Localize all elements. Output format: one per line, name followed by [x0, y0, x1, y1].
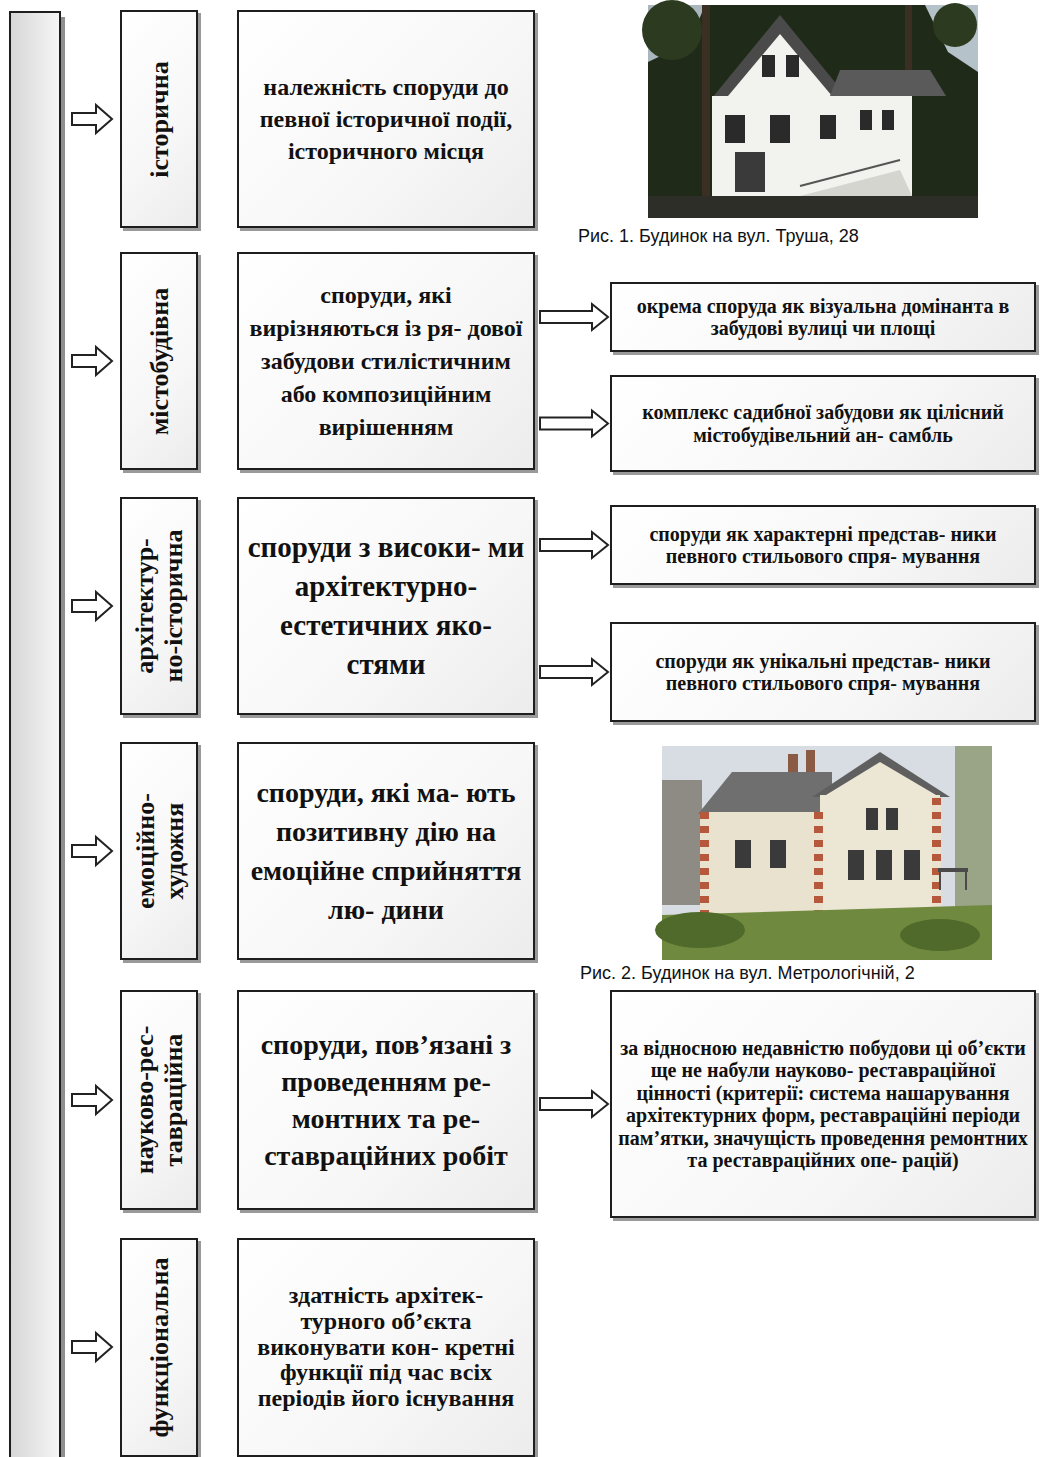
caption-holder: Рис. 1. Будинок на вул. Труша, 28 — [578, 226, 859, 247]
subtype-box: за відносною недавністю побудови ці об’є… — [610, 990, 1036, 1218]
arrow-connector — [540, 304, 608, 330]
box-text: споруди, пов’язані з проведенням ре- мон… — [247, 1026, 525, 1174]
villa-photo-part — [886, 808, 898, 830]
villa-photo-part — [826, 762, 936, 795]
arrow-connector — [540, 1091, 608, 1117]
villa-photo-part — [932, 797, 941, 918]
villa-photo-part — [700, 812, 820, 918]
box-text: споруди з високи- ми архітектурно- естет… — [247, 528, 525, 684]
definition-box: споруди з високи- ми архітектурно- естет… — [237, 497, 535, 715]
arrow-connector — [540, 659, 608, 685]
bar-arrow — [72, 105, 112, 1361]
house-photo-part — [820, 115, 836, 139]
category-label: архітектур- но-історична — [130, 528, 188, 684]
villa-photo-part — [938, 868, 968, 872]
villa-photo-part — [955, 746, 992, 916]
villa-photo-part — [655, 912, 745, 948]
definition-box: належність споруди до певної історичної … — [237, 10, 535, 228]
category-label: науково-рес- тавраційна — [130, 1024, 188, 1176]
subtype-box: споруди як характерні представ- ники пев… — [610, 505, 1036, 585]
box-text: окрема споруда як візуальна домінанта в … — [618, 295, 1028, 340]
category-box: містобудівна — [120, 252, 198, 470]
category-box: історична — [120, 10, 198, 228]
villa-photo-part — [904, 850, 920, 880]
house-photo-part — [830, 70, 946, 96]
arrow-connector — [540, 532, 608, 558]
villa-photo-part — [814, 812, 823, 918]
category-box: емоційно- художня — [120, 742, 198, 960]
definition-box: здатність архітек- турного об’єкта викон… — [237, 1238, 535, 1457]
box-text: споруди як унікальні представ- ники певн… — [618, 650, 1028, 695]
house-photo-part — [648, 196, 978, 218]
house-photo-part — [712, 15, 848, 98]
side-bar — [10, 12, 65, 1457]
category-box: науково-рес- тавраційна — [120, 990, 198, 1210]
villa-photo-part — [735, 840, 751, 868]
category-box: архітектур- но-історична — [120, 497, 198, 715]
figure-caption: Рис. 1. Будинок на вул. Труша, 28 — [578, 226, 859, 246]
category-label: історична — [145, 59, 174, 179]
subtype-box: споруди як унікальні представ- ники певн… — [610, 622, 1036, 722]
house-photo-part — [702, 5, 710, 218]
figure-caption: Рис. 2. Будинок на вул. Метрологічній, 2 — [580, 963, 915, 983]
category-label: містобудівна — [145, 286, 174, 437]
house-photo-part — [642, 0, 702, 60]
house-photo-part — [860, 110, 872, 130]
box-text: за відносною недавністю побудови ці об’є… — [618, 1037, 1028, 1172]
house-photo-part — [712, 96, 912, 196]
villa-photo-part — [965, 872, 967, 890]
caption-holder: Рис. 2. Будинок на вул. Метрологічній, 2 — [580, 963, 915, 984]
house-photo-part — [882, 110, 894, 130]
category-box: функціональна — [120, 1238, 198, 1457]
villa-photo-part — [698, 772, 832, 814]
house-photo-part — [800, 170, 912, 196]
box-text: споруди, які вирізняються із ря- дової з… — [247, 279, 525, 444]
box-text: споруди, які ма- ють позитивну дію на ем… — [247, 773, 525, 929]
side-bar-part — [10, 12, 60, 1457]
villa-photo-part — [866, 808, 878, 830]
villa-photo-part — [900, 919, 980, 951]
house-photo-part — [725, 115, 745, 143]
house-photo-part — [728, 34, 832, 96]
subtype-box: комплекс садибної забудови як цілісний м… — [610, 375, 1036, 472]
bar-arrow-part — [72, 105, 112, 133]
house-photo-part — [786, 55, 799, 77]
bar-arrow-part — [72, 1333, 112, 1361]
bar-arrow-part — [72, 347, 112, 375]
bar-arrow-part — [72, 1086, 112, 1114]
house-photo-part — [800, 160, 900, 186]
category-label: функціональна — [145, 1256, 174, 1440]
house-photo-part — [770, 115, 790, 143]
definition-box: споруди, пов’язані з проведенням ре- мон… — [237, 990, 535, 1210]
arrow-connector — [540, 411, 608, 437]
house-photo — [642, 0, 978, 218]
house-photo-part — [735, 152, 765, 192]
villa-photo-part — [812, 752, 950, 797]
box-text: належність споруди до певної історичної … — [247, 71, 525, 167]
category-label: емоційно- художня — [130, 792, 188, 911]
subtype-box: окрема споруда як візуальна домінанта в … — [610, 282, 1036, 352]
bar-arrow-part — [72, 592, 112, 620]
house-photo-part — [933, 3, 977, 47]
house-photo-part — [762, 55, 775, 77]
box-text: здатність архітек- турного об’єкта викон… — [247, 1283, 525, 1412]
villa-photo-part — [876, 850, 892, 880]
villa-photo-part — [662, 780, 702, 905]
villa-photo — [655, 746, 992, 960]
box-text: комплекс садибної забудови як цілісний м… — [618, 401, 1028, 446]
villa-photo-part — [700, 812, 709, 918]
box-text: споруди як характерні представ- ники пев… — [618, 523, 1028, 568]
villa-photo-part — [770, 840, 786, 868]
definition-box: споруди, які ма- ють позитивну дію на ем… — [237, 742, 535, 960]
villa-photo-part — [848, 850, 864, 880]
villa-photo-part — [939, 872, 941, 890]
bar-arrow-part — [72, 837, 112, 865]
definition-box: споруди, які вирізняються із ря- дової з… — [237, 252, 535, 470]
villa-photo-part — [820, 795, 940, 918]
